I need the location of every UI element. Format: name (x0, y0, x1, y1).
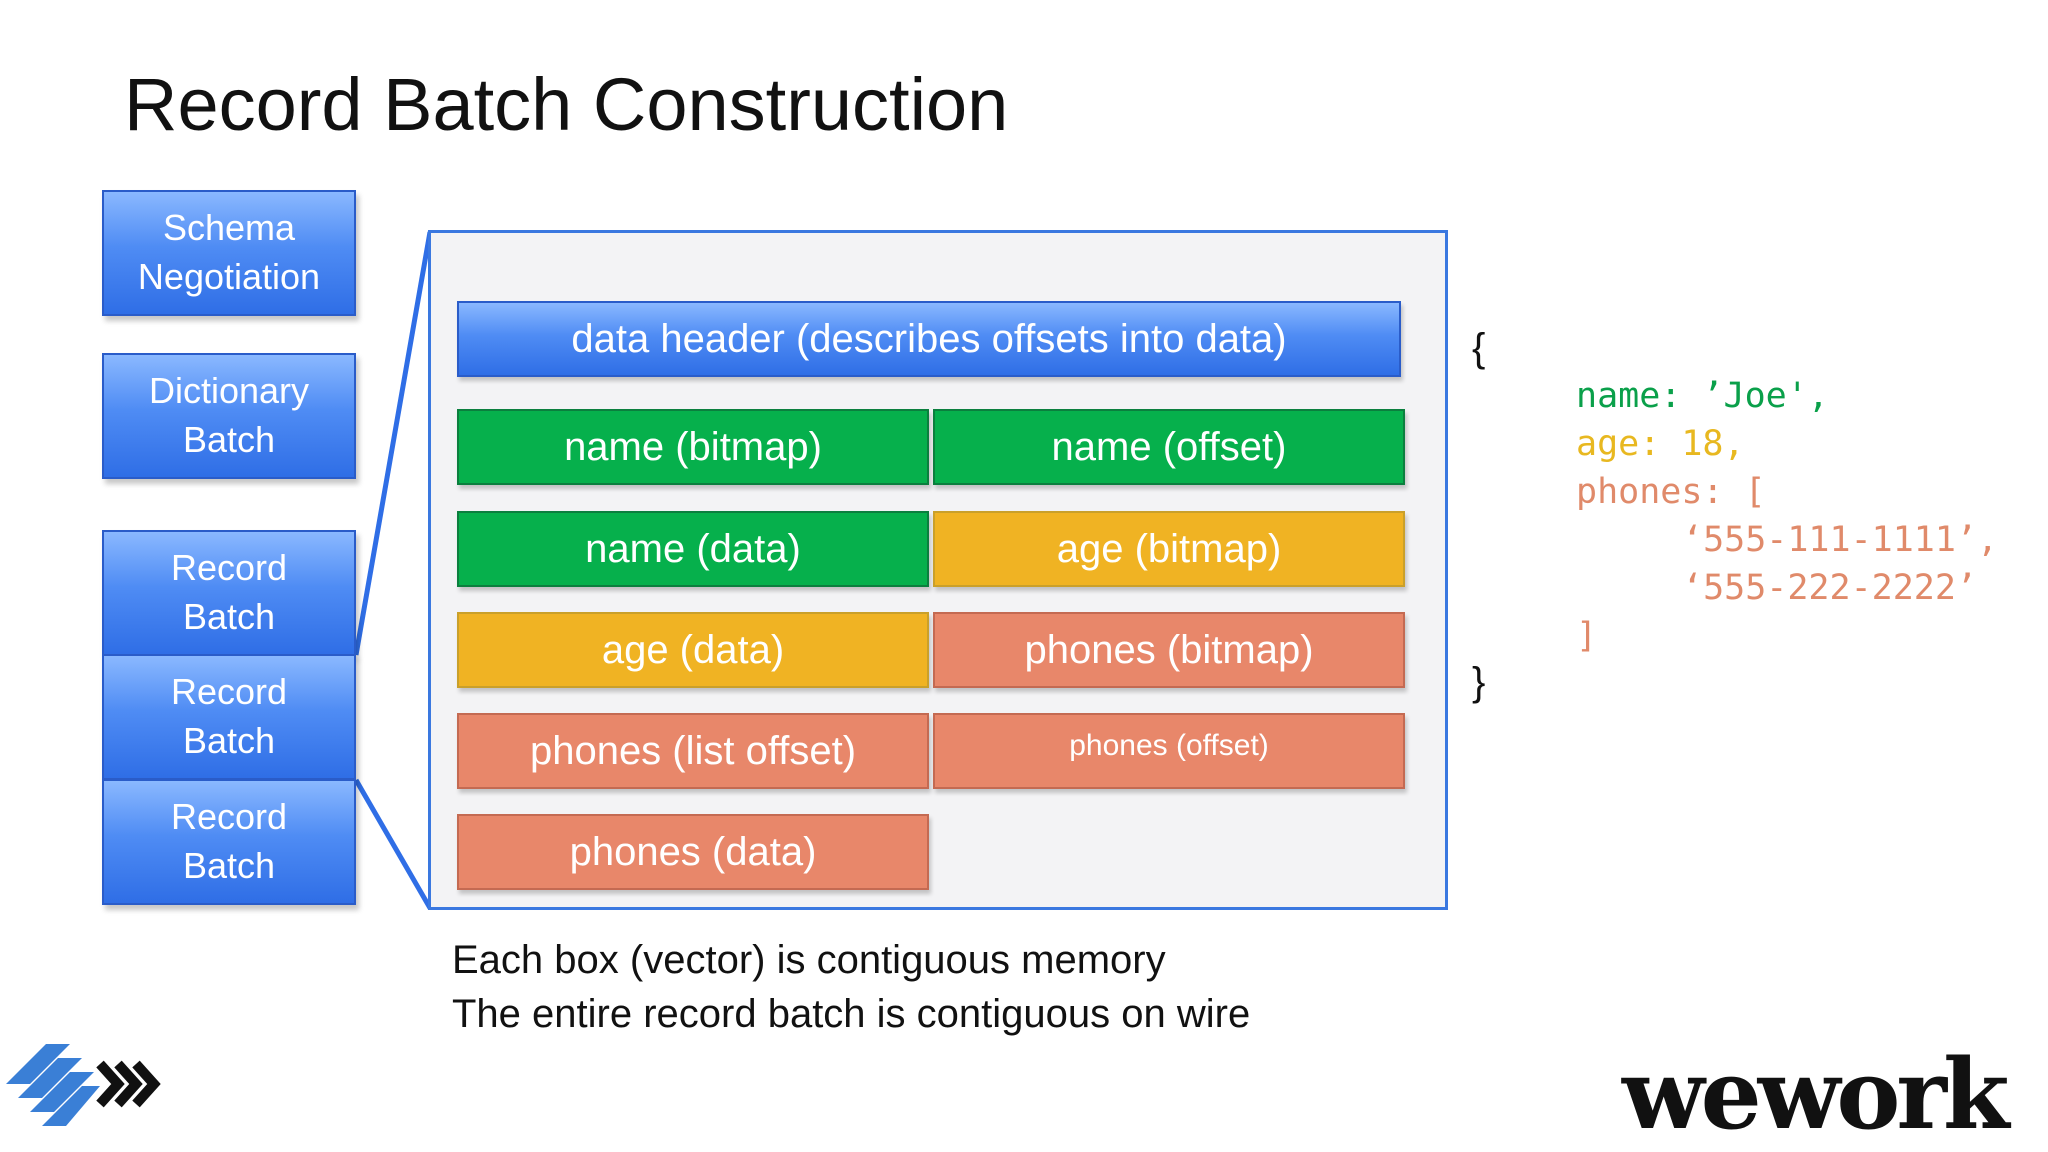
record-batch-box-1: Record Batch (102, 530, 356, 656)
phones-offset-box: phones (offset) (933, 713, 1405, 789)
phones-data-box: phones (data) (457, 814, 929, 890)
json-phone1-line: ‘555-111-1111’, (1682, 520, 1999, 560)
age-bitmap-box: age (bitmap) (933, 511, 1405, 587)
record-batch-box-2: Record Batch (102, 654, 356, 780)
caption-line-1: Each box (vector) is contiguous memory (452, 938, 1166, 982)
json-open-brace: { (1472, 326, 1486, 370)
wework-logo: wework (1622, 1038, 2009, 1151)
record-batch-frame: data header (describes offsets into data… (428, 230, 1448, 910)
arrow-logo-icon (6, 1044, 161, 1126)
json-name-line: name: ’Joe', (1576, 376, 1829, 416)
dictionary-batch-box: Dictionary Batch (102, 353, 356, 479)
name-bitmap-box: name (bitmap) (457, 409, 929, 485)
phones-list-offset-box: phones (list offset) (457, 713, 929, 789)
caption-line-2: The entire record batch is contiguous on… (452, 992, 1251, 1036)
connector-line-bottom (353, 778, 433, 910)
json-phones-line: phones: [ (1576, 472, 1766, 512)
phones-bitmap-box: phones (bitmap) (933, 612, 1405, 688)
slide-title: Record Batch Construction (124, 63, 1009, 146)
connector-line-top (353, 231, 433, 656)
json-close-brace: } (1472, 660, 1486, 704)
json-close-bracket: ] (1576, 616, 1598, 656)
json-phone2-line: ‘555-222-2222’ (1682, 568, 1978, 608)
record-batch-box-3: Record Batch (102, 779, 356, 905)
data-header-box: data header (describes offsets into data… (457, 301, 1401, 377)
name-offset-box: name (offset) (933, 409, 1405, 485)
json-age-line: age: 18, (1576, 424, 1745, 464)
name-data-box: name (data) (457, 511, 929, 587)
schema-negotiation-box: Schema Negotiation (102, 190, 356, 316)
age-data-box: age (data) (457, 612, 929, 688)
